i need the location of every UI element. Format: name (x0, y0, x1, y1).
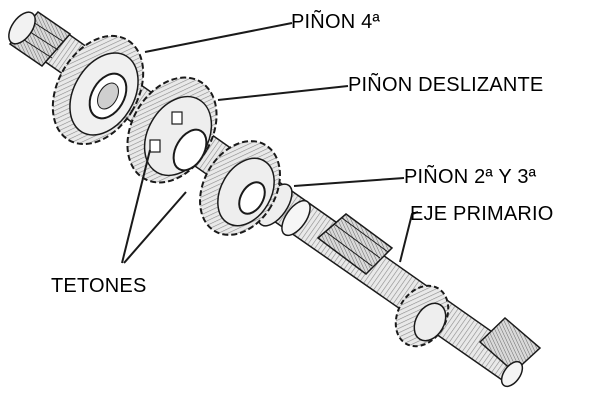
dog-tooth (172, 112, 182, 124)
label-pinon-4: PIÑON 4ª (291, 11, 380, 33)
leader-tetones-2 (124, 192, 186, 263)
leader-pinon-deslizante (218, 86, 348, 100)
leader-pinon-2-3 (294, 178, 404, 186)
label-pinon-2-3: PIÑON 2ª Y 3ª (404, 166, 536, 188)
label-pinon-deslizante: PIÑON DESLIZANTE (348, 74, 543, 96)
label-tetones: TETONES (51, 275, 147, 297)
leader-pinon-4 (145, 23, 292, 52)
label-eje-primario: EJE PRIMARIO (410, 203, 554, 225)
dog-tooth (150, 140, 160, 152)
